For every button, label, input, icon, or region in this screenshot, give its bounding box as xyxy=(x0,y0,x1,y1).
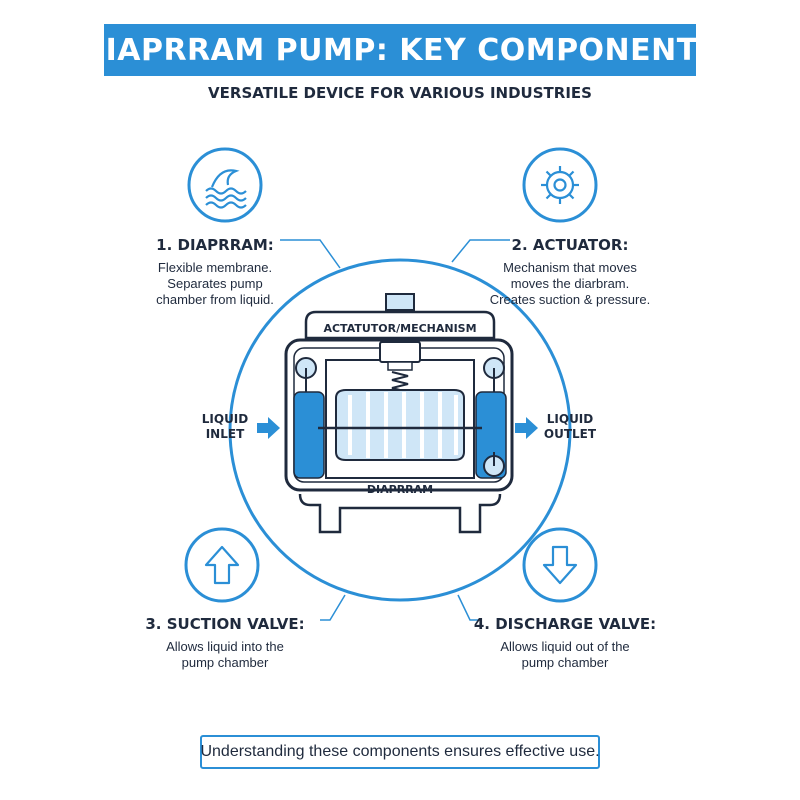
footer-note: Understanding these components ensures e… xyxy=(200,735,600,769)
pump-body xyxy=(284,293,514,534)
desc-line: moves the diarbram. xyxy=(510,276,630,291)
component-title: 2. ACTUATOR: xyxy=(511,236,629,254)
footer-text: Understanding these components ensures e… xyxy=(200,743,600,760)
component-actuator: 2. ACTUATOR: Mechanism that moves moves … xyxy=(460,236,680,308)
waves-icon xyxy=(187,147,263,223)
outlet-line-2: OUTLET xyxy=(543,427,597,441)
liquid-inlet-label: LIQUID INLET xyxy=(200,412,250,442)
connector-diaphragm xyxy=(280,239,341,269)
desc-line: Mechanism that moves xyxy=(503,260,637,275)
outlet-arrow xyxy=(515,417,538,439)
title-banner: DIAPRRAM PUMP: KEY COMPONENTS xyxy=(80,24,719,76)
desc-line: Allows liquid out of the xyxy=(500,639,630,654)
connector-discharge xyxy=(457,594,480,621)
connector-suction xyxy=(320,594,346,621)
up-arrow-icon xyxy=(184,527,260,603)
connector-actuator xyxy=(451,239,510,263)
diaphragm-label: DIAPRRAM xyxy=(367,483,433,496)
desc-line: chamber from liquid. xyxy=(156,292,274,307)
component-discharge-valve: 4. DISCHARGE VALVE: Allows liquid out of… xyxy=(465,615,665,671)
component-suction-valve: 3. SUCTION VALVE: Allows liquid into the… xyxy=(125,615,325,671)
page-subtitle: VERSATILE DEVICE FOR VARIOUS INDUSTRIES xyxy=(208,84,592,102)
inlet-arrow xyxy=(257,417,280,439)
desc-line: Separates pump xyxy=(167,276,263,291)
desc-line: Allows liquid into the xyxy=(166,639,284,654)
outlet-line-1: LIQUID xyxy=(546,412,594,426)
desc-line: Flexible membrane. xyxy=(157,260,273,275)
gear-icon xyxy=(522,147,598,223)
desc-line: Creates suction & pressure. xyxy=(489,292,651,307)
component-title: 4. DISCHARGE VALVE: xyxy=(473,615,657,633)
liquid-outlet-label: LIQUID OUTLET xyxy=(540,412,600,442)
component-title: 3. SUCTION VALVE: xyxy=(145,615,305,633)
component-description: Allows liquid out of the pump chamber xyxy=(465,639,665,671)
desc-line: pump chamber xyxy=(181,655,269,670)
actuator-label: ACTATUTOR/MECHANISM xyxy=(323,322,476,335)
component-description: Mechanism that moves moves the diarbram.… xyxy=(460,260,680,308)
main-circle xyxy=(228,258,572,602)
component-title: 1. DIAPRRAM: xyxy=(156,236,274,254)
inlet-line-2: INLET xyxy=(205,427,245,441)
component-description: Flexible membrane. Separates pump chambe… xyxy=(120,260,310,308)
inlet-line-1: LIQUID xyxy=(201,412,249,426)
page-title: DIAPRRAM PUMP: KEY COMPONENTS xyxy=(80,32,720,68)
down-arrow-icon xyxy=(522,527,598,603)
component-diaphragm: 1. DIAPRRAM: Flexible membrane. Separate… xyxy=(120,236,310,308)
component-description: Allows liquid into the pump chamber xyxy=(125,639,325,671)
desc-line: pump chamber xyxy=(521,655,609,670)
